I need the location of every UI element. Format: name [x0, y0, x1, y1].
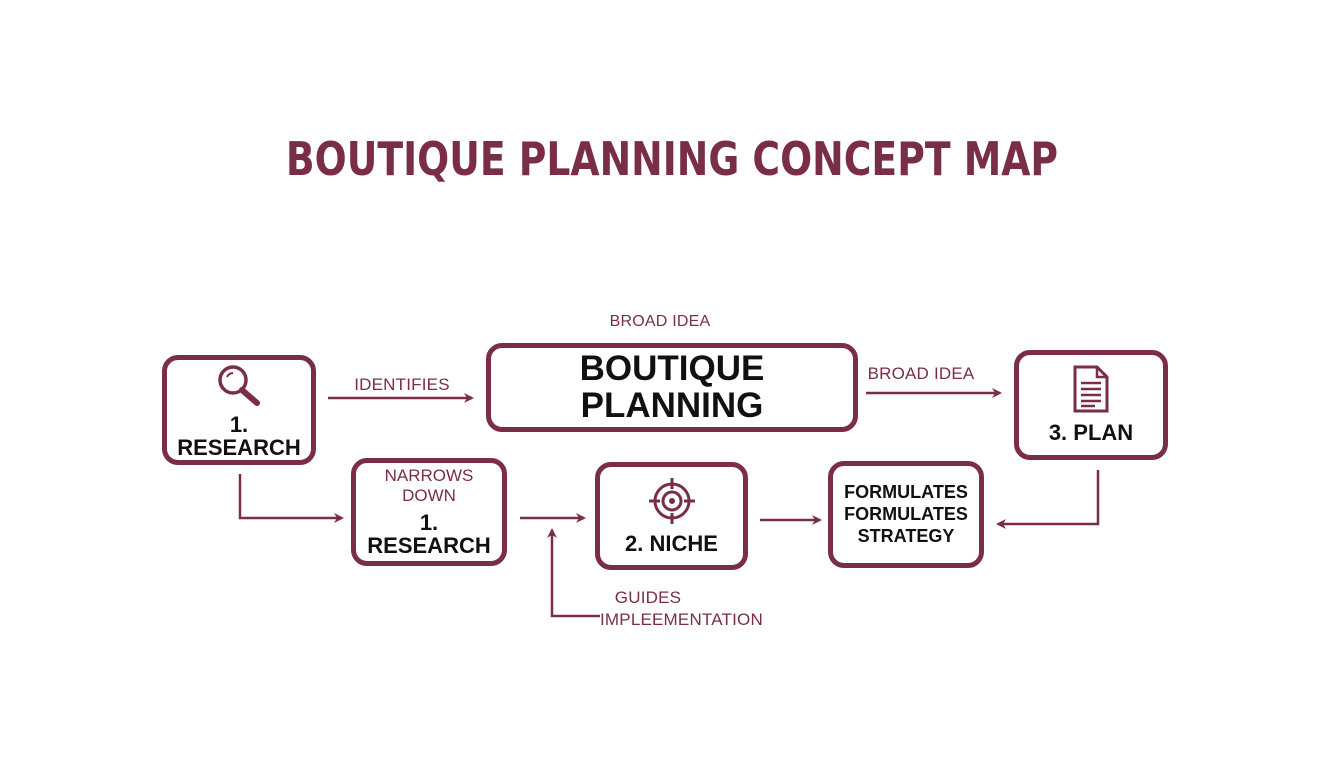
edge-guides [547, 528, 600, 618]
node-strategy-line3: STRATEGY [857, 525, 955, 546]
node-niche[interactable]: 2. NICHE [595, 462, 748, 570]
node-plan[interactable]: 3. PLAN [1014, 350, 1168, 460]
edge-plan-strategy [996, 470, 1100, 529]
target-icon [648, 478, 695, 525]
node-narrows-line2: DOWN [402, 486, 456, 506]
node-research[interactable]: 1. RESEARCH [162, 355, 316, 465]
node-narrows-research[interactable]: NARROWS DOWN 1. RESEARCH [351, 458, 507, 566]
node-strategy-line1: FORMULATES [844, 482, 968, 503]
node-strategy-line2: FORMULATES [844, 504, 968, 525]
magnifier-icon [218, 365, 260, 406]
boutique-planning-top-label: BROAD IDEA [609, 313, 711, 330]
node-strategy[interactable]: FORMULATES FORMULATES STRATEGY [828, 461, 984, 568]
node-boutique-planning[interactable]: BOUTIQUE PLANNING [486, 343, 858, 432]
node-boutique-planning-label: BOUTIQUE PLANNING [579, 348, 765, 425]
node-narrows-line1: NARROWS [384, 465, 474, 485]
edge-label-guides-line1: GUIDES [614, 588, 682, 607]
edge-label-broad-idea: BROAD IDEA [867, 364, 975, 383]
edge-label-guides-line2: IMPLEEMENTATION [600, 610, 763, 629]
node-narrows-line3: 1. RESEARCH [367, 510, 491, 559]
document-icon [1073, 365, 1109, 413]
node-niche-label: 2. NICHE [625, 531, 718, 557]
edge-label-identifies: IDENTIFIES [354, 375, 450, 394]
edge-research-narrows [238, 474, 344, 523]
node-plan-label: 3. PLAN [1048, 420, 1134, 446]
diagram-title: BOUTIQUE PLANNING CONCEPT MAP [285, 132, 1059, 186]
node-research-label: 1. RESEARCH [177, 411, 301, 460]
